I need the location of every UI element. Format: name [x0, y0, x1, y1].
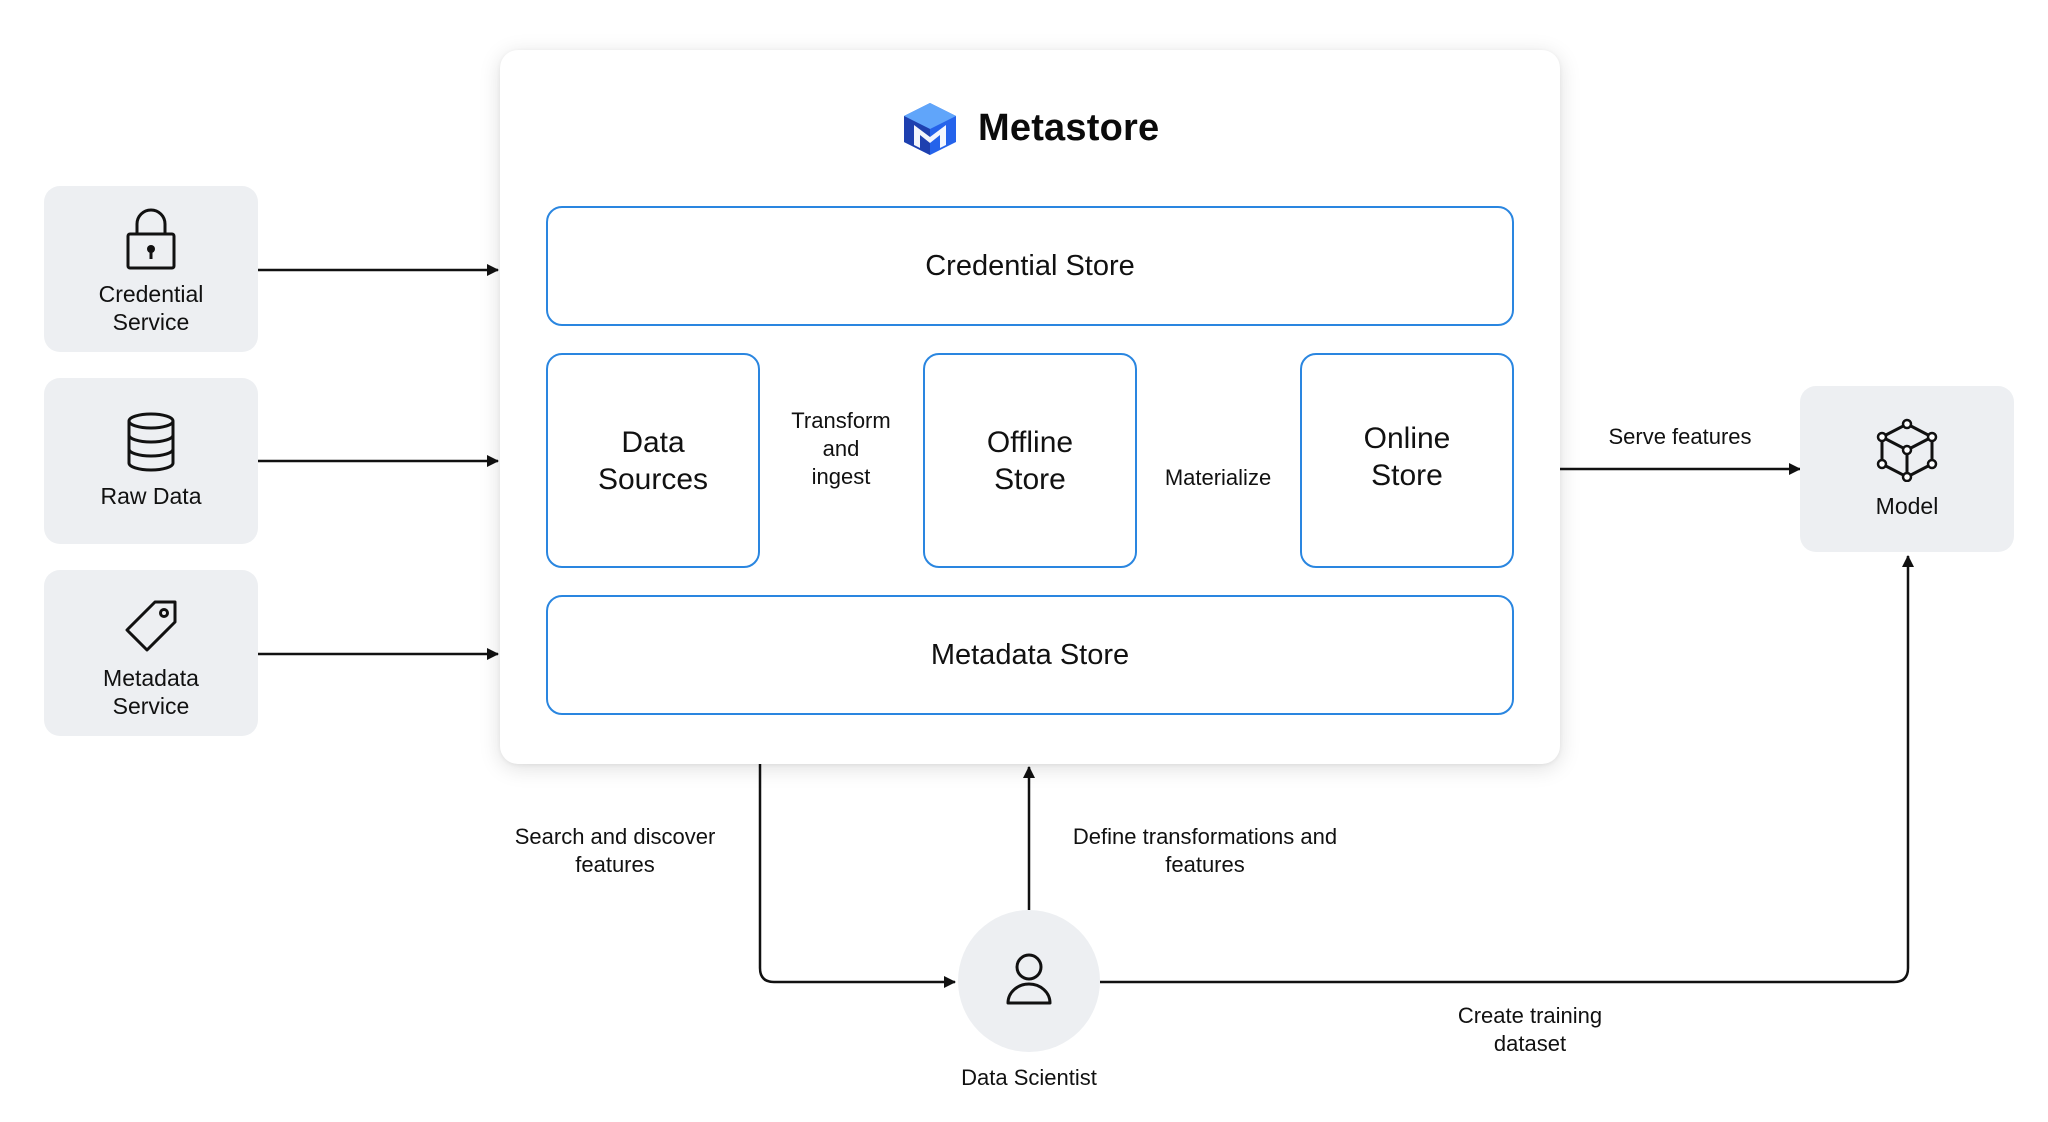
offline-store-label-line1: Offline: [986, 425, 1074, 459]
online-store-label-line1: Online: [1363, 421, 1451, 455]
metastore-brand: Metastore: [902, 100, 1159, 156]
metadata-service-node: Metadata Service: [44, 570, 258, 736]
model-label: Model: [1875, 493, 1939, 519]
metadata-store-label: Metadata Store: [930, 638, 1130, 671]
define-transformations-label: Define transformations and features: [1050, 823, 1360, 879]
data-scientist-node: [958, 910, 1100, 1052]
search-label-line1: Search and discover: [514, 824, 716, 849]
credential-store-box: Credential Store: [546, 206, 1514, 326]
data-scientist-label: Data Scientist: [961, 1065, 1097, 1090]
online-store-label-line2: Store: [1371, 458, 1443, 492]
online-store-box: Online Store: [1300, 353, 1514, 568]
create-training-label: Create training dataset: [1430, 1002, 1630, 1058]
metastore-logo-icon: [904, 103, 956, 155]
cube-network-icon: [1876, 418, 1938, 482]
credential-service-label-line2: Service: [112, 309, 190, 335]
lock-icon: [126, 208, 176, 270]
credential-store-label: Credential Store: [925, 249, 1135, 282]
transform-label-line1: Transform: [791, 408, 891, 433]
training-label-line1: Create training: [1457, 1003, 1603, 1028]
metadata-service-label-line2: Service: [112, 693, 190, 719]
training-label-line2: dataset: [1493, 1031, 1567, 1056]
raw-data-node: Raw Data: [44, 378, 258, 544]
raw-data-label: Raw Data: [100, 483, 202, 509]
search-label-line2: features: [575, 852, 655, 877]
transform-ingest-label: Transform and ingest: [770, 407, 912, 491]
offline-store-label-line2: Store: [994, 462, 1066, 496]
offline-store-box: Offline Store: [923, 353, 1137, 568]
credential-service-node: Credential Service: [44, 186, 258, 352]
search-discover-label: Search and discover features: [495, 823, 735, 879]
transform-label-line2: and: [822, 436, 860, 461]
data-sources-box: Data Sources: [546, 353, 760, 568]
metadata-service-label-line1: Metadata: [103, 665, 199, 691]
data-sources-label-line2: Sources: [597, 462, 709, 496]
transform-label-line3: ingest: [811, 464, 871, 489]
edge-search-discover: [758, 764, 956, 988]
define-label-line1: Define transformations and: [1072, 824, 1338, 849]
tag-icon: [125, 600, 177, 652]
serve-features-label: Serve features: [1608, 424, 1752, 449]
data-sources-label-line1: Data: [621, 425, 685, 459]
define-label-line2: features: [1165, 852, 1245, 877]
credential-service-label-line1: Credential: [98, 281, 204, 307]
metadata-store-box: Metadata Store: [546, 595, 1514, 715]
model-node: Model: [1800, 386, 2014, 552]
database-icon: [127, 412, 175, 472]
person-icon: [1006, 953, 1052, 1005]
materialize-label: Materialize: [1164, 465, 1272, 490]
metastore-title: Metastore: [978, 106, 1160, 149]
